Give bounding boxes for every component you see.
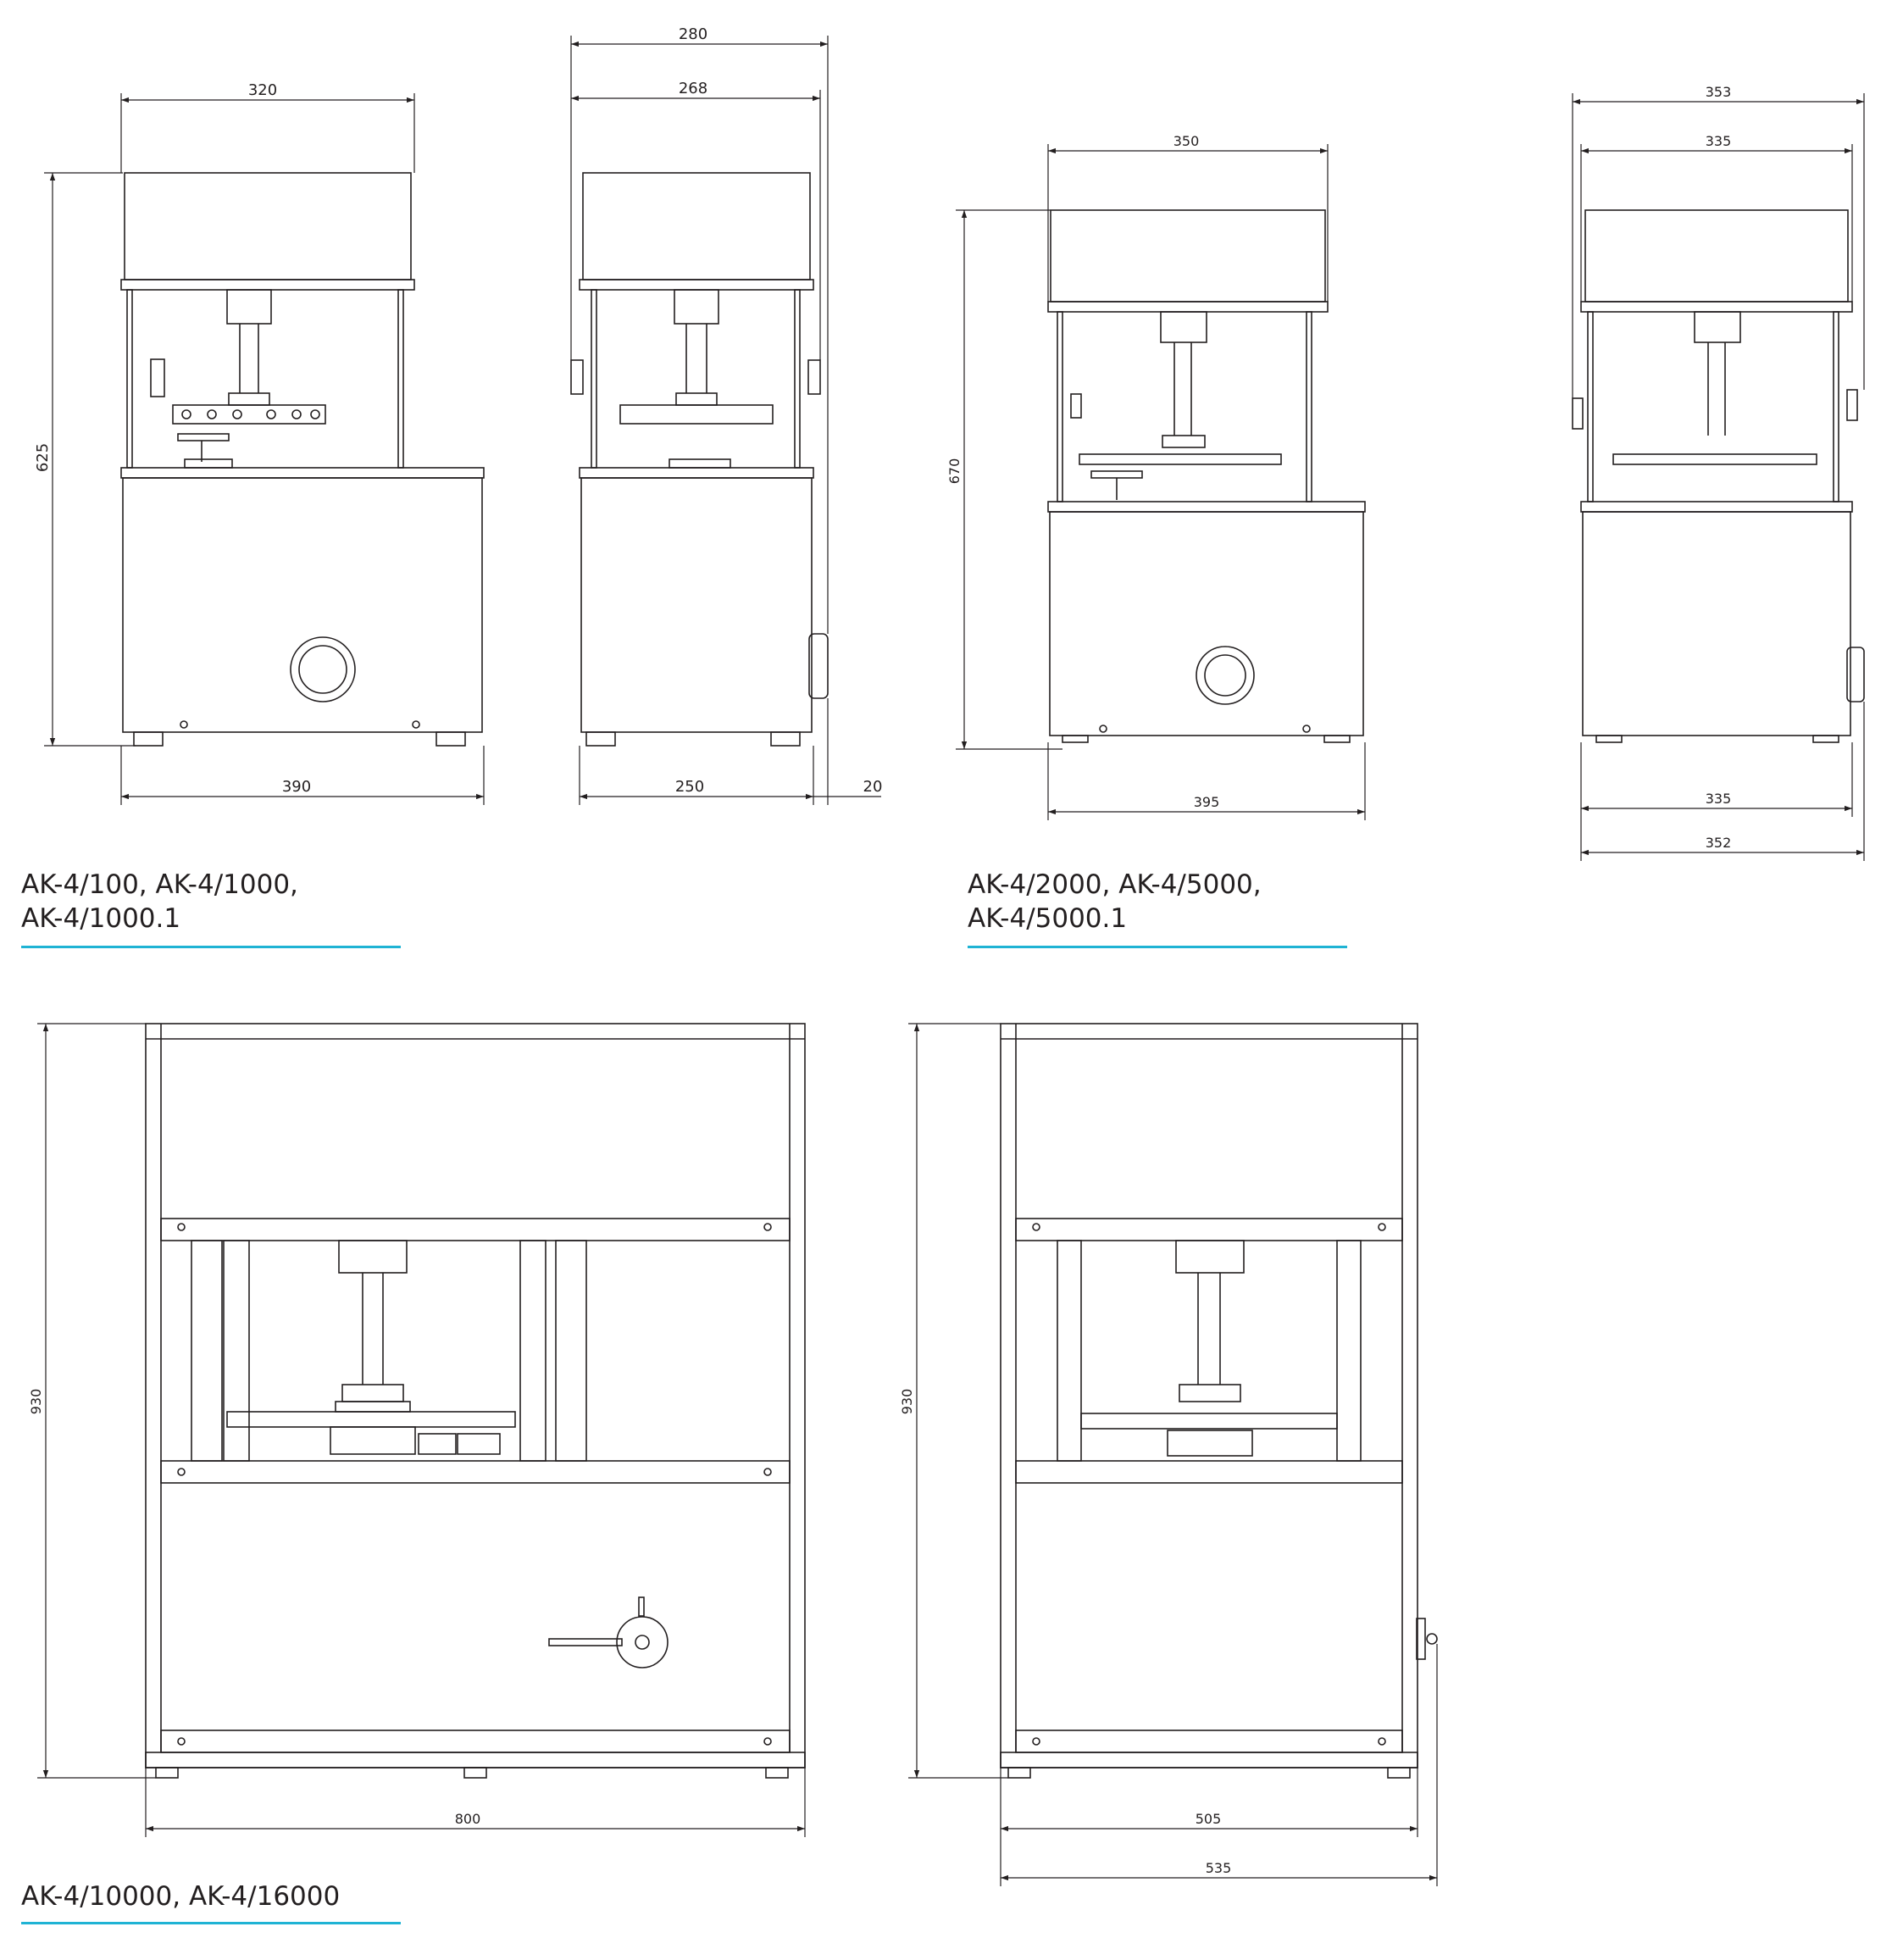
dim-large-front-width: 800 — [455, 1811, 481, 1827]
small-side-view — [570, 172, 829, 747]
dim-medium-front-width-base: 395 — [1194, 794, 1220, 810]
medium-side-view — [1572, 209, 1865, 743]
dim-large-side-depth-overall: 535 — [1206, 1860, 1232, 1876]
medium-front-view — [1047, 209, 1366, 743]
dim-small-front-height: 625 — [34, 443, 52, 472]
dim-small-side-handle: 20 — [863, 778, 883, 796]
dim-small-front-width-top: 320 — [248, 81, 277, 99]
dim-small-side-depth-base: 250 — [675, 778, 704, 796]
dim-large-front-height: 930 — [28, 1389, 44, 1415]
dim-medium-side-depth-top: 335 — [1706, 133, 1732, 149]
group-3-underline — [21, 1922, 401, 1924]
dim-small-front-width-base: 390 — [282, 778, 311, 796]
group-2-title-line2: AK-4/5000.1 — [968, 903, 1128, 934]
group-2-underline — [968, 946, 1347, 948]
dim-medium-side-depth-base: 335 — [1706, 791, 1732, 807]
dim-small-side-depth-overall: 280 — [679, 25, 707, 43]
group-1-title-line2: AK-4/1000.1 — [21, 903, 181, 934]
group-2-title-line1: AK-4/2000, AK-4/5000, — [968, 869, 1262, 900]
large-front-view — [145, 1023, 806, 1779]
dim-medium-side-depth-overall: 353 — [1706, 84, 1732, 100]
dim-large-side-height: 930 — [899, 1389, 915, 1415]
group-3-title-line1: AK-4/10000, AK-4/16000 — [21, 1881, 341, 1912]
dim-large-side-depth: 505 — [1196, 1811, 1222, 1827]
large-side-view — [1000, 1023, 1438, 1779]
dim-medium-front-height: 670 — [946, 458, 963, 485]
group-1-title-line1: AK-4/100, AK-4/1000, — [21, 869, 298, 900]
small-front-view — [120, 172, 485, 747]
dim-medium-side-depth-base-overall: 352 — [1706, 835, 1732, 851]
group-1-underline — [21, 946, 401, 948]
dim-medium-front-width-top: 350 — [1173, 133, 1200, 149]
dim-small-side-depth-top: 268 — [679, 80, 707, 97]
